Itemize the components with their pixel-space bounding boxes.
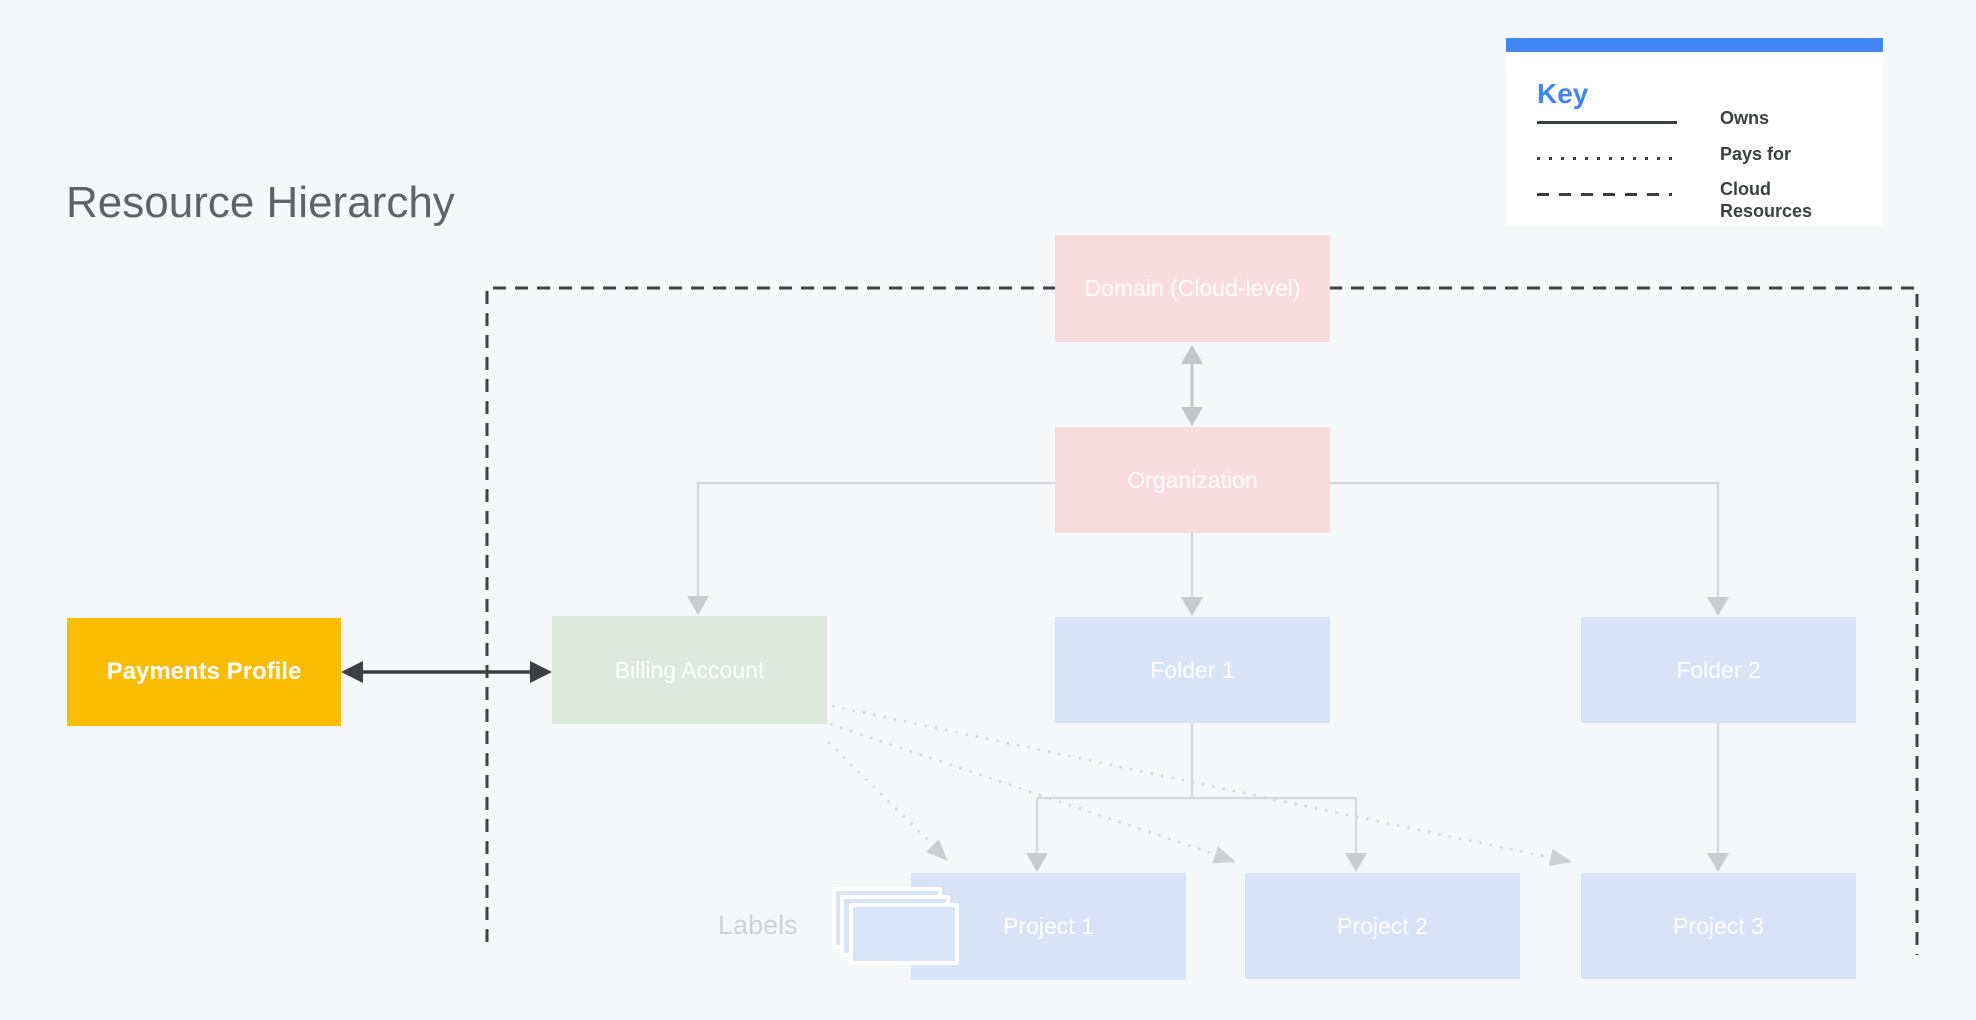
arrowhead-org-to-billing	[687, 596, 709, 615]
key-cloudresources-line-sample	[1537, 193, 1672, 196]
node-project-3: Project 3	[1581, 873, 1856, 979]
edge-billing-pays-project2	[829, 722, 1218, 857]
node-organization: Organization	[1055, 427, 1330, 533]
arrowhead-org-to-folder2	[1707, 597, 1729, 616]
key-panel-accent-bar	[1506, 38, 1883, 52]
arrowhead-folder2-to-project3	[1707, 853, 1729, 872]
arrowhead-domain-up	[1181, 345, 1203, 364]
key-paysfor-line-sample	[1537, 157, 1672, 160]
arrowhead-organization-down	[1181, 407, 1203, 426]
edge-billing-pays-project1	[827, 741, 934, 846]
node-project-1-label: Project 1	[1003, 913, 1094, 939]
arrowhead-billing-pays-project3	[1548, 848, 1572, 867]
key-cloudresources-label: Cloud Resources	[1720, 179, 1813, 221]
labels-stacked-cards-icon	[849, 903, 959, 965]
node-project-2-label: Project 2	[1337, 912, 1428, 939]
node-payments-profile-label: Payments Profile	[106, 658, 302, 685]
node-payments-profile: Payments Profile	[67, 618, 341, 726]
arrowhead-folder1-to-project1	[1026, 853, 1048, 872]
key-paysfor-label: Pays for	[1720, 144, 1792, 164]
edge-org-to-billing	[696, 481, 1055, 604]
arrowhead-payments-left	[341, 661, 363, 683]
node-project-2: Project 2	[1245, 873, 1520, 979]
key-owns-label: Owns	[1720, 108, 1770, 128]
arrowhead-billing-pays-project2	[1212, 846, 1236, 864]
key-title: Key	[1537, 78, 1589, 109]
node-domain-label: Domain (Cloud-level)	[1084, 275, 1301, 301]
node-organization-label: Organization	[1127, 466, 1258, 493]
arrowhead-folder1-to-project2	[1345, 853, 1367, 872]
arrowhead-org-to-folder1	[1181, 597, 1203, 616]
page-title: Resource Hierarchy	[66, 178, 455, 227]
key-owns-line-sample	[1537, 121, 1677, 124]
node-billing-account-label: Billing Account	[614, 656, 765, 683]
edge-folder1-branch	[1035, 723, 1358, 861]
labels-caption: Labels	[718, 910, 798, 940]
edge-billing-pays-project3	[831, 704, 1553, 860]
node-folder-2: Folder 2	[1581, 617, 1856, 723]
arrowhead-billing-right	[530, 661, 552, 683]
node-folder-1-label: Folder 1	[1150, 656, 1235, 683]
node-project-3-label: Project 3	[1673, 912, 1764, 939]
node-folder-1: Folder 1	[1055, 617, 1330, 723]
edge-org-to-folder2	[1330, 481, 1720, 605]
node-folder-2-label: Folder 2	[1676, 656, 1761, 683]
arrowhead-billing-pays-project1	[926, 839, 948, 861]
node-domain: Domain (Cloud-level)	[1055, 235, 1330, 342]
node-billing-account: Billing Account	[552, 616, 827, 724]
